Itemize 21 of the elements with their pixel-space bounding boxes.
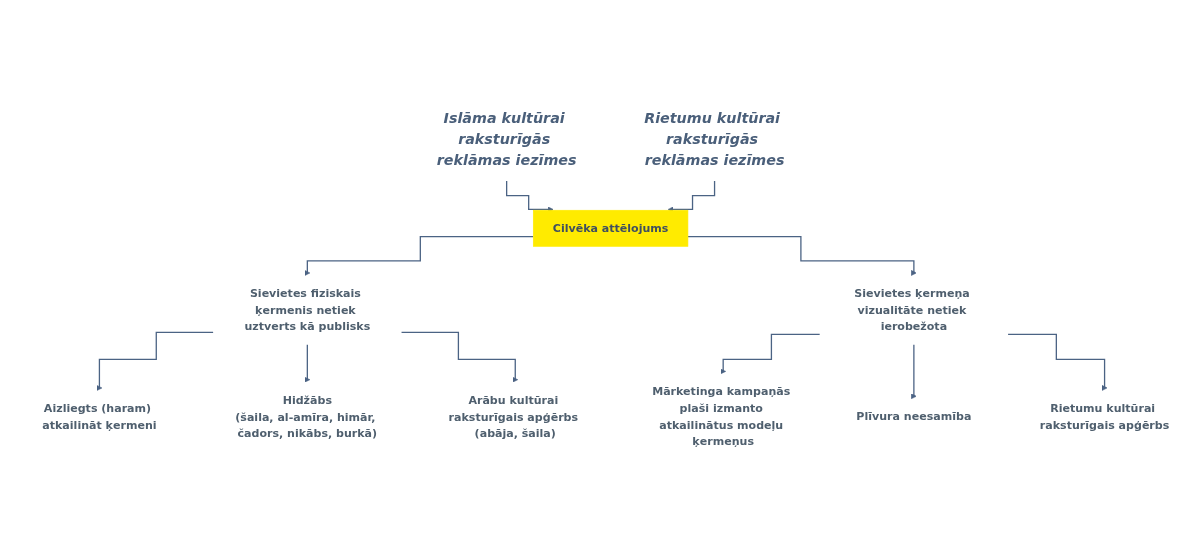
- node-text: Arābu kultūrai raksturīgais apģērbs (abāja, šaila): [448, 392, 579, 439]
- node-text: Sievietes fiziskais ķermenis netiek uztverts kā publisks: [244, 286, 371, 333]
- node-text: Islāma kultūrai raksturīgās reklāmas iezīmes: [436, 109, 577, 169]
- arrow: [304, 343, 311, 383]
- arrow: [506, 179, 554, 212]
- node-text: Mārketinga kampaņās plaši izmanto atkailinātus modeļu ķermeņus: [652, 384, 791, 448]
- node-box: Cilvēka attēlojums: [532, 209, 689, 247]
- arrow: [96, 331, 214, 391]
- node-text: Plīvura neesamība: [856, 409, 972, 423]
- arrow: [400, 331, 519, 383]
- node-text: Hidžābs (šaila, al-amīra, himār, čadors, nikābs, burkā): [235, 392, 378, 439]
- node-text: Aizliegts (haram) atkailināt ķermeni: [42, 401, 157, 431]
- node-text: Rietumu kultūrai raksturīgais apģērbs: [1039, 401, 1170, 431]
- node-text: Rietumu kultūrai raksturīgās reklāmas iezīmes: [644, 109, 785, 169]
- arrow: [667, 179, 716, 212]
- arrow: [687, 235, 917, 276]
- node-text: Sievietes ķermeņa vizualitāte netiek ierobežota: [854, 286, 970, 333]
- arrow: [1007, 333, 1108, 391]
- arrow: [304, 235, 534, 276]
- arrow: [911, 343, 917, 399]
- arrow: [720, 333, 821, 374]
